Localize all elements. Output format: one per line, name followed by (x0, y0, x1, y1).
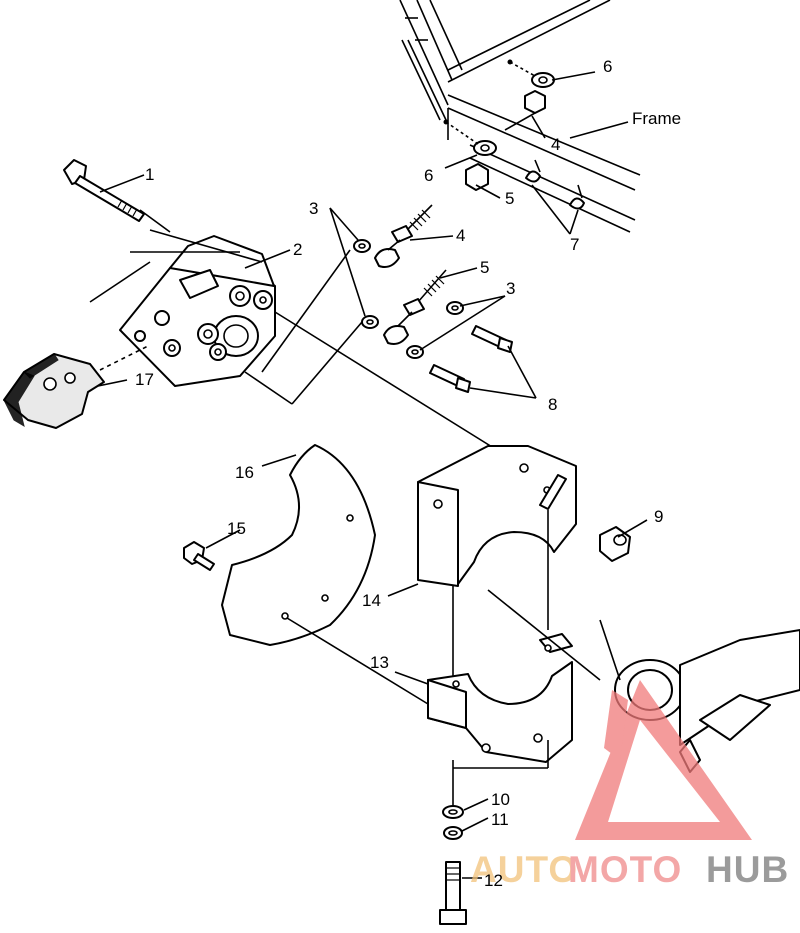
callout-8: 8 (548, 395, 557, 414)
callout-6-upper: 6 (603, 57, 612, 76)
callout-6-lower: 6 (424, 166, 433, 185)
callout-12: 12 (484, 871, 503, 890)
watermark-auto: AUTO (470, 849, 578, 890)
callout-3-right: 3 (506, 279, 515, 298)
part-13-lower-bracket (427, 633, 573, 763)
part-1-bolt (63, 159, 145, 222)
callout-frame: Frame (632, 109, 681, 128)
part-12-bolt (439, 861, 467, 925)
part-6-upper-nut (507, 59, 555, 88)
part-15-screw (183, 541, 215, 571)
callout-15: 15 (227, 519, 246, 538)
alignment-lines (286, 510, 601, 806)
frame-rails (399, 0, 641, 233)
callout-4-upper: 4 (551, 135, 560, 154)
watermark-hub: HUB (706, 849, 789, 890)
leader-lines (97, 71, 648, 879)
callout-4-lower: 4 (456, 226, 465, 245)
callout-17: 17 (135, 370, 154, 389)
callout-5-upper: 5 (505, 189, 514, 208)
part-2-caliper (119, 235, 276, 387)
cable-lines (401, 39, 447, 121)
callout-labels: 1 2 3 3 4 4 5 5 6 6 7 8 9 10 11 12 13 14… (135, 57, 681, 890)
callout-13: 13 (370, 653, 389, 672)
callout-7: 7 (570, 235, 579, 254)
callout-5-lower: 5 (480, 258, 489, 277)
part-10-washer (442, 805, 464, 819)
callout-1: 1 (145, 165, 154, 184)
part-11-washer (443, 826, 463, 840)
callout-2: 2 (293, 240, 302, 259)
part-17-brake-pad (3, 353, 105, 429)
callout-10: 10 (491, 790, 510, 809)
part-3-washers (353, 239, 464, 359)
callout-9: 9 (654, 507, 663, 526)
watermark-triangle (575, 680, 752, 840)
callout-11: 11 (491, 810, 509, 829)
part-7-clips (525, 159, 585, 210)
callout-3-left: 3 (309, 199, 318, 218)
part-16-disc-shield (221, 444, 376, 646)
watermark-moto: MOTO (568, 849, 682, 890)
watermark-logo: AUTO MOTO HUB (470, 680, 789, 890)
part-14-caliper-bracket (417, 445, 577, 587)
part-6-lower-nut (443, 119, 497, 156)
part-4-upper-fitting (504, 90, 546, 131)
assembly-lines (89, 209, 506, 456)
callout-16: 16 (235, 463, 254, 482)
part-5-brake-line (383, 269, 447, 345)
callout-14: 14 (362, 591, 381, 610)
part-5-upper-fitting (465, 163, 489, 191)
part-4-brake-line (374, 204, 433, 268)
